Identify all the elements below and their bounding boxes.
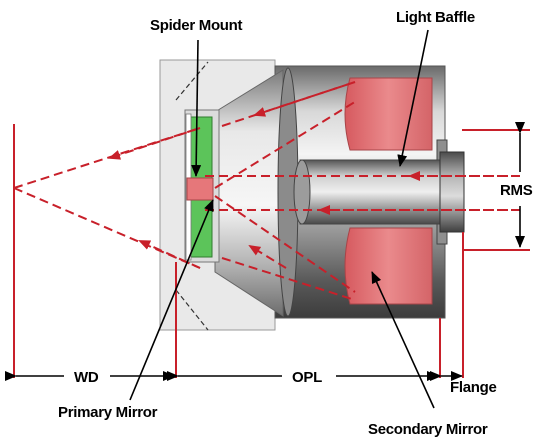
label-leaders [129, 29, 435, 409]
label-light-baffle: Light Baffle [396, 9, 475, 26]
label-opl: OPL [292, 369, 322, 386]
secondary-mirror [344, 77, 433, 305]
dimension-lines [13, 124, 530, 378]
label-flange: Flange [450, 379, 497, 396]
flange [439, 151, 465, 233]
label-secondary-mirror: Secondary Mirror [368, 421, 488, 438]
primary-mirror [186, 177, 214, 201]
label-rms: RMS [500, 182, 533, 199]
label-wd: WD [74, 369, 99, 386]
label-primary-mirror: Primary Mirror [58, 404, 158, 421]
optical-rays [13, 81, 520, 301]
label-spider-mount: Spider Mount [150, 17, 243, 34]
light-baffle [293, 159, 443, 225]
